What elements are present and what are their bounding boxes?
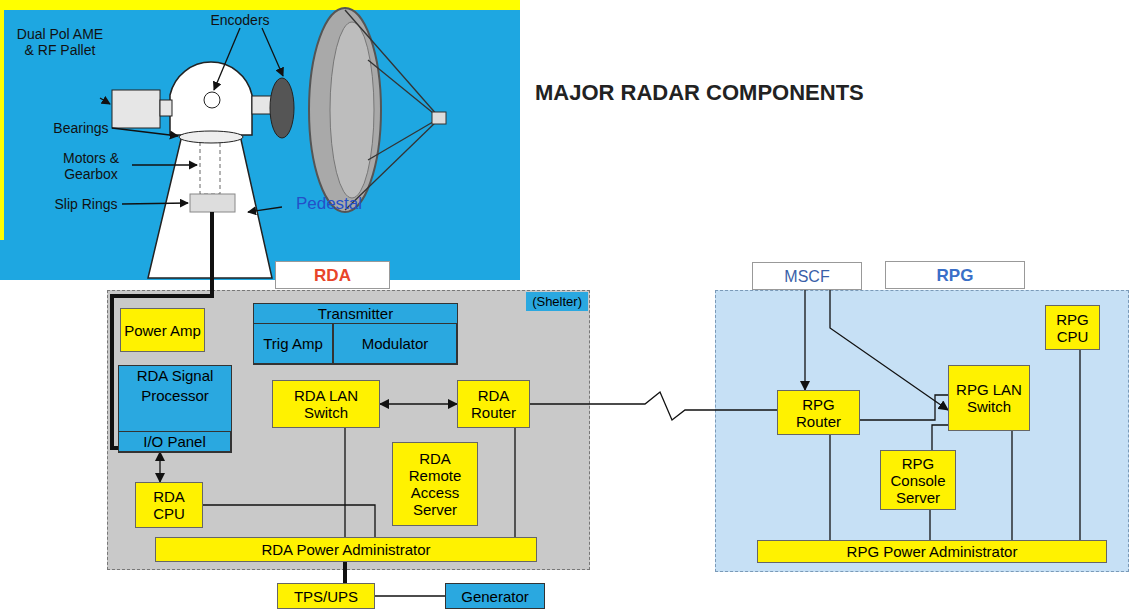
box-label: Transmitter xyxy=(254,304,457,324)
box-label: RDA LAN Switch xyxy=(275,387,377,421)
pedestal-head xyxy=(170,62,252,135)
component-box: RPG Router xyxy=(777,390,860,435)
connector xyxy=(375,595,445,596)
external-box: MSCF xyxy=(752,262,862,290)
component-box: RPG Power Administrator xyxy=(757,540,1107,563)
box-label: TPS/UPS xyxy=(294,588,358,605)
connector xyxy=(829,435,830,540)
box-label: I/O Panel xyxy=(143,433,206,450)
feed-struts xyxy=(345,10,438,210)
processor-box: RDA Signal ProcessorI/O Panel xyxy=(118,365,232,453)
connector xyxy=(804,290,805,390)
yellow-band xyxy=(0,0,520,10)
component-box: RPG CPU xyxy=(1045,305,1100,350)
drive-column xyxy=(200,142,220,194)
connector xyxy=(830,290,948,410)
bearing-ring xyxy=(179,131,243,143)
component-box: RDA Power Administrator xyxy=(155,537,537,562)
connector xyxy=(203,505,375,537)
illustration-ground xyxy=(0,0,520,280)
box-label: RDA Remote Access Server xyxy=(395,450,475,518)
connector xyxy=(530,392,777,420)
box-label: MSCF xyxy=(784,268,829,285)
panel-box: I/O Panel xyxy=(118,431,231,452)
component-box: Power Amp xyxy=(120,308,205,352)
part-label: Motors & Gearbox xyxy=(46,150,136,182)
part-label: Slip Rings xyxy=(50,196,122,212)
shelter-region: RDA(Shelter)TransmitterTrig AmpModulator… xyxy=(107,290,590,570)
connector xyxy=(1079,350,1080,540)
dish-hub xyxy=(270,78,294,138)
connector xyxy=(860,395,948,420)
pedestal-cable xyxy=(112,212,212,448)
box-label: Generator xyxy=(461,588,529,605)
component-box: RDA Remote Access Server xyxy=(392,442,478,526)
rpg-region: RPGRPG CPURPG LAN SwitchRPG RouterRPG Co… xyxy=(715,290,1129,572)
region-heading: RPG xyxy=(885,261,1025,289)
box-label: RPG Console Server xyxy=(883,455,953,506)
connector xyxy=(1011,431,1012,540)
box-label: Modulator xyxy=(362,335,429,352)
feed-horn xyxy=(432,112,446,124)
transmitter-box: TransmitterTrig Amp Modulator xyxy=(253,303,458,365)
dish-inner xyxy=(330,22,374,198)
component-box: RDA CPU xyxy=(135,482,203,528)
box-label: RPG LAN Switch xyxy=(951,381,1027,415)
leader-lines xyxy=(100,28,283,212)
component-box: RPG Console Server xyxy=(880,450,956,510)
component-box: Generator xyxy=(445,583,545,609)
component-box: RDA Router xyxy=(457,380,530,428)
slip-rings xyxy=(190,194,235,212)
box-label: RPG Power Administrator xyxy=(847,543,1018,560)
component-box: Trig Amp xyxy=(253,323,333,364)
ame-mount xyxy=(160,100,172,116)
box-label: RDA Router xyxy=(460,387,527,421)
connector xyxy=(514,428,515,537)
connector xyxy=(344,428,345,537)
box-label: Power Amp xyxy=(124,322,201,339)
yellow-band xyxy=(0,0,4,240)
part-label: Bearings xyxy=(46,120,116,136)
connector xyxy=(932,425,948,450)
box-label: Trig Amp xyxy=(263,335,322,352)
encoder xyxy=(204,92,220,108)
box-label: RDA Power Administrator xyxy=(261,541,430,558)
connector xyxy=(159,452,160,482)
box-label: RDA Signal Processor xyxy=(119,366,231,406)
region-heading: RDA xyxy=(275,261,390,289)
box-label: RPG Router xyxy=(780,396,857,430)
component-box: TPS/UPS xyxy=(277,583,375,609)
ame-box xyxy=(112,90,160,128)
connector xyxy=(929,510,930,540)
component-box: RDA LAN Switch xyxy=(272,380,380,428)
component-box: RPG LAN Switch xyxy=(948,365,1030,431)
part-label: Encoders xyxy=(200,12,280,28)
diagram-title: MAJOR RADAR COMPONENTS xyxy=(535,80,864,106)
part-label: Dual Pol AME & RF Pallet xyxy=(14,26,106,58)
part-label: Pedestal xyxy=(284,196,374,212)
connector xyxy=(343,562,347,583)
region-note: (Shelter) xyxy=(526,292,588,311)
component-box: Modulator xyxy=(333,323,457,364)
box-label: RDA CPU xyxy=(138,488,200,522)
connector xyxy=(380,403,457,404)
box-label: RPG CPU xyxy=(1048,311,1097,345)
